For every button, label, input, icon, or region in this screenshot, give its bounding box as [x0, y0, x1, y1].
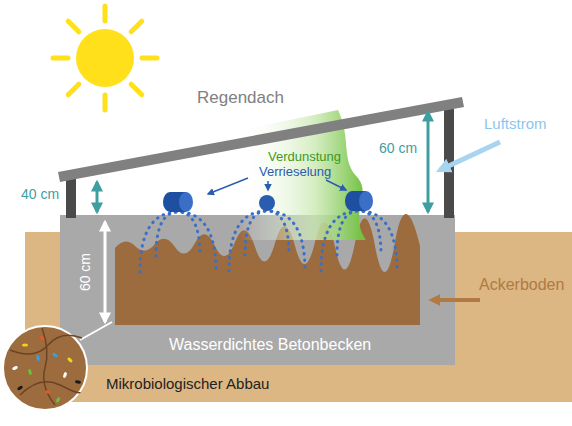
soil-label: Ackerboden — [479, 276, 564, 294]
sun-ray — [68, 21, 79, 32]
sun-ray — [131, 84, 142, 95]
sun-ray — [131, 21, 142, 32]
microbe-detail — [3, 322, 112, 410]
rain-roof — [58, 97, 464, 182]
airflow-label: Luftstrom — [484, 115, 547, 132]
airflow-arrow — [440, 142, 500, 170]
spray-arc — [245, 211, 289, 255]
spray-arc — [321, 211, 397, 271]
spray-arcs — [140, 211, 397, 272]
basin-label: Wasserdichtes Betonbecken — [169, 336, 371, 354]
microbe — [62, 372, 67, 379]
spray-arc — [337, 211, 381, 255]
roof-post — [66, 178, 76, 218]
sprinkler — [163, 192, 193, 212]
sun-ray — [68, 84, 79, 95]
dimension-label: 40 cm — [21, 186, 59, 202]
dimension-arrow — [427, 112, 430, 212]
roof-label: Regendach — [197, 88, 284, 108]
sun-ray — [103, 6, 108, 21]
spray-arc — [156, 212, 200, 256]
soil-arrow — [432, 298, 480, 302]
microbe — [45, 390, 51, 394]
microbe — [36, 355, 40, 362]
evaporation-label: Verdunstung — [268, 150, 341, 165]
dimension-label: 60 cm — [379, 140, 417, 156]
microbe — [55, 397, 61, 404]
dimension-arrow — [96, 182, 99, 212]
microbe — [28, 369, 33, 376]
dimension-label: 60 cm — [77, 253, 93, 291]
trickle-label: Verrieselung — [259, 165, 331, 180]
sprinkler — [259, 195, 275, 211]
sun — [53, 6, 157, 110]
microbe — [12, 365, 19, 371]
sun-ray — [53, 56, 68, 61]
microbe — [52, 352, 59, 358]
dimension-arrow — [104, 222, 107, 322]
pointer-arrows — [208, 178, 346, 194]
sun-ray — [103, 95, 108, 110]
microbe — [39, 335, 45, 342]
microbe — [75, 380, 81, 384]
microbe — [17, 385, 24, 391]
spray-arc — [140, 212, 216, 272]
roof-post — [444, 103, 454, 218]
microbe — [22, 343, 28, 346]
sun-ray — [142, 56, 157, 61]
spray-arc — [229, 211, 305, 271]
sprinkler — [345, 191, 373, 211]
microbe — [67, 357, 74, 363]
microbe-label: Mikrobiologischer Abbau — [106, 375, 269, 392]
